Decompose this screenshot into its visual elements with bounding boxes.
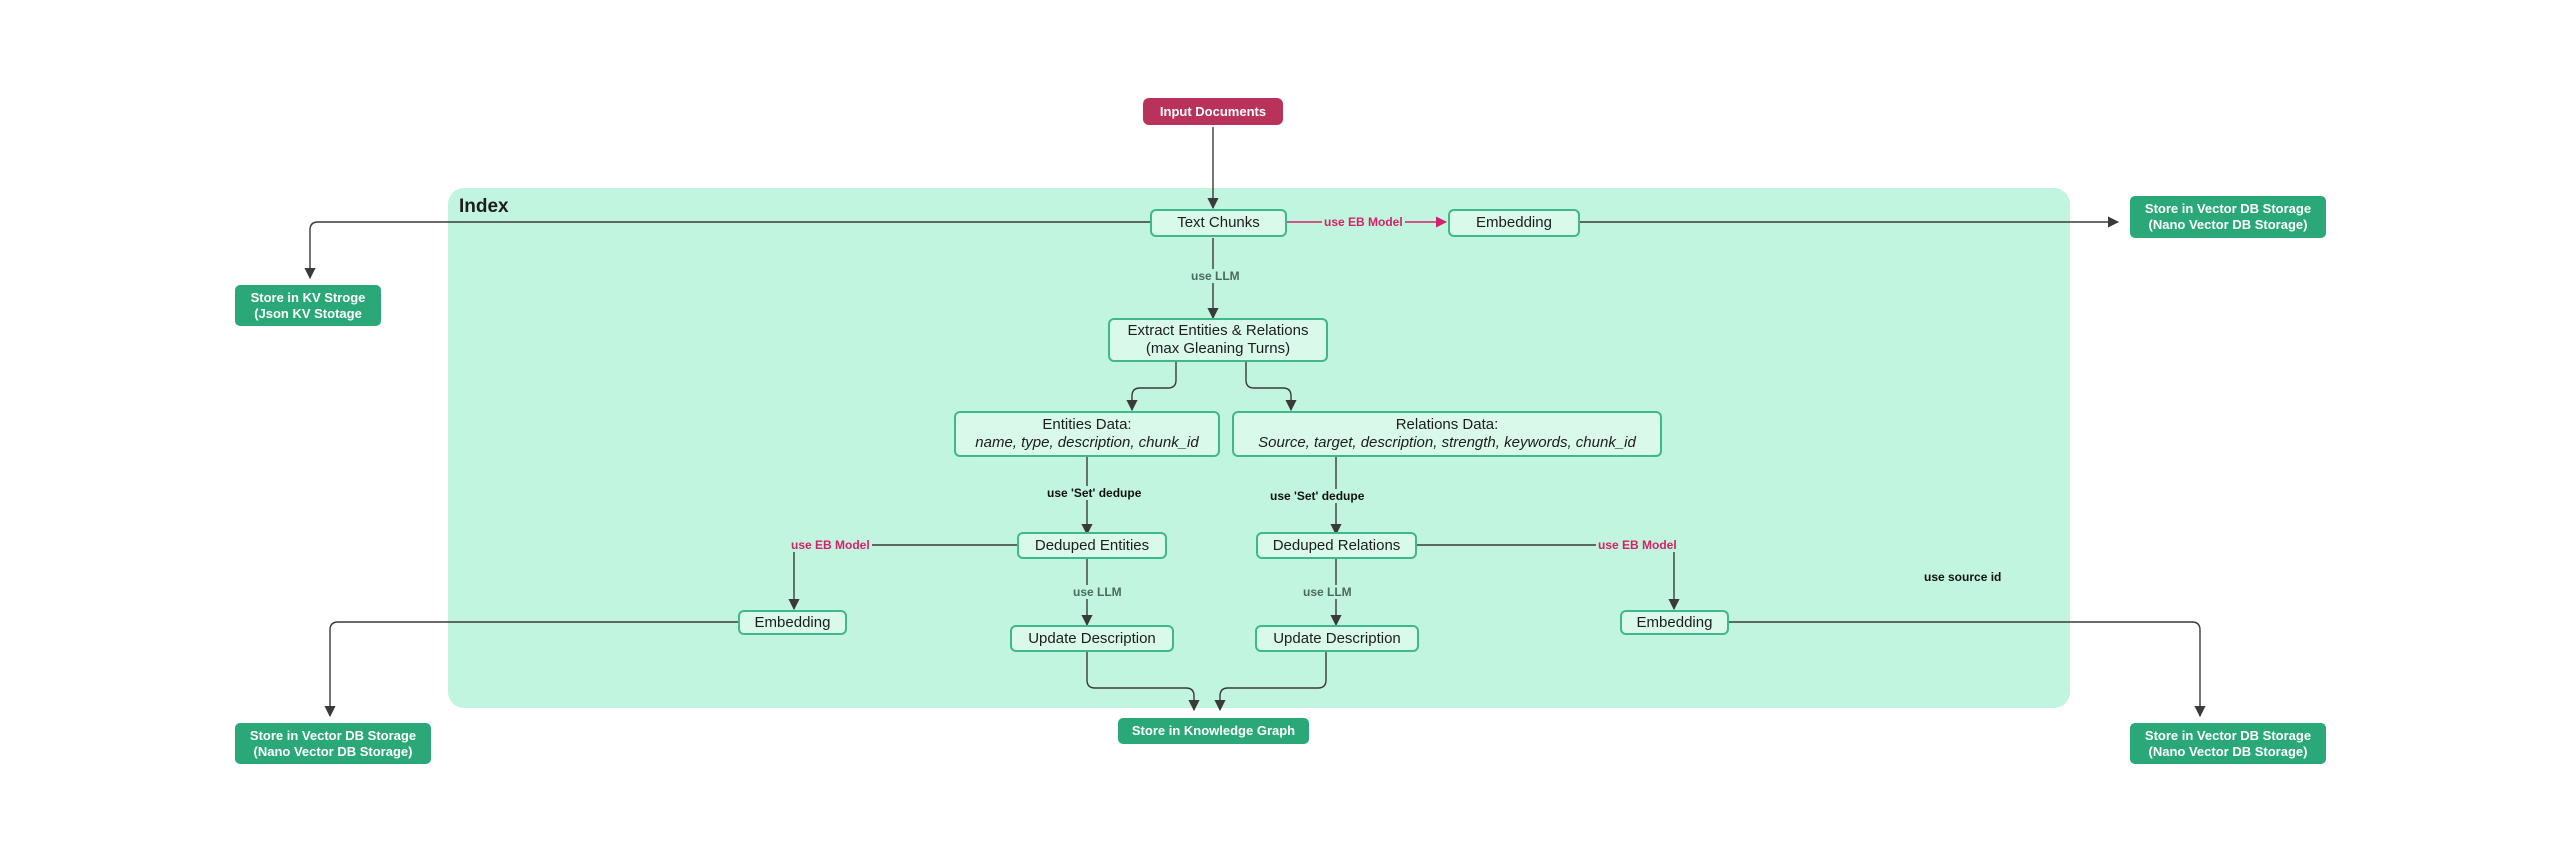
embedding-left-label: Embedding [754,613,831,631]
store-vector-right-node: Store in Vector DB Storage (Nano Vector … [2130,723,2326,764]
text-chunks-label: Text Chunks [1177,214,1260,231]
edge-embedding-right-to-vector [1729,621,2206,718]
edge-embedding-left-to-vector [324,621,738,718]
edge-extract-to-entities [1126,362,1177,412]
label-use-llm-top: use LLM [1189,269,1242,283]
relations-data-node: Relations Data: Source, target, descript… [1232,411,1662,457]
deduped-entities-node: Deduped Entities [1017,532,1167,559]
extract-line1: Extract Entities & Relations [1127,322,1309,339]
entities-data-title: Entities Data: [1042,416,1132,433]
store-vector-right-line2: (Nano Vector DB Storage) [2148,743,2308,759]
store-vector-left-line2: (Nano Vector DB Storage) [253,743,413,759]
label-use-eb-model-top: use EB Model [1322,215,1405,229]
edge-extract-to-relations [1245,362,1297,412]
label-use-eb-model-right: use EB Model [1596,538,1679,552]
edge-deduped-relations-to-embedding [1417,544,1680,611]
deduped-relations-node: Deduped Relations [1256,532,1417,559]
edge-update-left-to-kg [1086,652,1200,712]
edge-deduped-entities-to-embedding [788,544,1017,611]
store-vector-left-node: Store in Vector DB Storage (Nano Vector … [235,723,431,764]
embedding-left-node: Embedding [738,610,847,635]
entities-data-fields: name, type, description, chunk_id [975,434,1199,451]
store-kv-line1: Store in KV Stroge [250,289,366,305]
relations-data-title: Relations Data: [1395,416,1499,433]
extract-line2: (max Gleaning Turns) [1145,340,1291,357]
index-title: Index [459,196,509,217]
store-kv-line2: (Json KV Stotage [254,305,362,321]
store-knowledge-graph-label: Store in Knowledge Graph [1131,723,1296,739]
label-use-set-dedupe-right: use 'Set' dedupe [1268,489,1367,503]
input-documents-label: Input Documents [1159,103,1267,119]
store-knowledge-graph-node: Store in Knowledge Graph [1118,718,1309,744]
embedding-right-node: Embedding [1620,610,1729,635]
update-description-right-label: Update Description [1273,629,1401,647]
label-use-set-dedupe-left: use 'Set' dedupe [1045,486,1144,500]
relations-data-fields: Source, target, description, strength, k… [1258,434,1636,451]
embedding-top-node: Embedding [1448,209,1580,237]
embedding-right-label: Embedding [1636,613,1713,631]
store-vector-top-node: Store in Vector DB Storage (Nano Vector … [2130,196,2326,238]
label-use-llm-left: use LLM [1071,585,1124,599]
text-chunks-node: Text Chunks [1150,209,1287,237]
embedding-top-label: Embedding [1476,214,1552,231]
store-vector-top-line2: (Nano Vector DB Storage) [2148,217,2308,232]
label-use-llm-right: use LLM [1301,585,1354,599]
input-documents-node: Input Documents [1143,98,1283,125]
label-use-source-id: use source id [1922,570,2004,584]
update-description-left-node: Update Description [1010,625,1174,652]
store-vector-right-line1: Store in Vector DB Storage [2144,727,2312,743]
update-description-right-node: Update Description [1255,625,1419,652]
store-vector-left-line1: Store in Vector DB Storage [249,727,417,743]
store-kv-node: Store in KV Stroge (Json KV Stotage [235,285,381,326]
deduped-entities-label: Deduped Entities [1034,536,1150,554]
edge-update-right-to-kg [1214,652,1327,712]
extract-node: Extract Entities & Relations (max Gleani… [1108,318,1328,362]
edge-chunks-to-kv [304,221,1150,280]
deduped-relations-label: Deduped Relations [1272,536,1401,554]
store-vector-top-line1: Store in Vector DB Storage [2144,201,2312,217]
entities-data-node: Entities Data: name, type, description, … [954,411,1220,457]
update-description-left-label: Update Description [1028,629,1156,647]
label-use-eb-model-left: use EB Model [789,538,872,552]
